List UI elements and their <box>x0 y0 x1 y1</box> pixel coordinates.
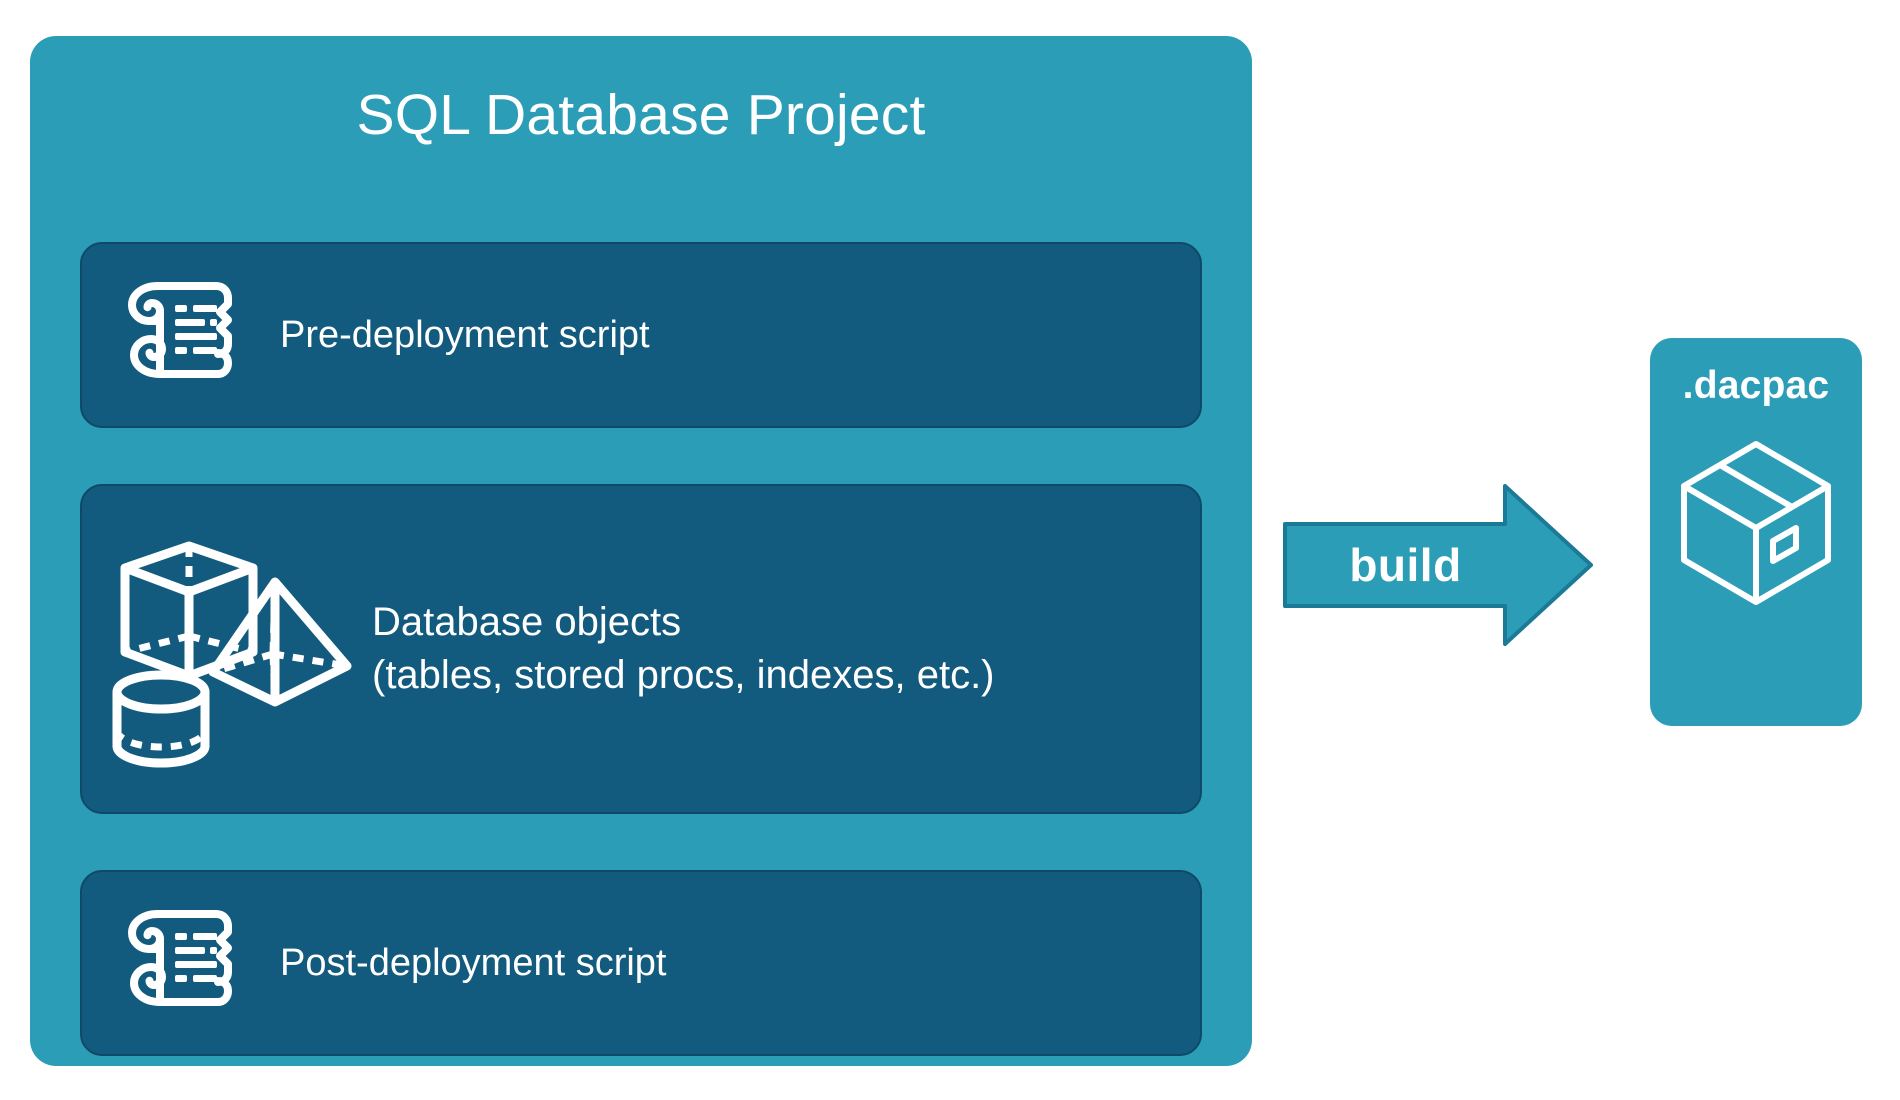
scroll-icon <box>120 274 240 397</box>
scroll-icon <box>120 902 240 1025</box>
shapes-icon-group <box>92 524 372 774</box>
card-label-database-objects: Database objects (tables, stored procs, … <box>372 600 995 697</box>
package-box-icon <box>1676 438 1836 613</box>
card-pre-deployment-script[interactable]: Pre-deployment script <box>80 242 1202 428</box>
pyramid-icon <box>208 577 352 707</box>
dacpac-title: .dacpac <box>1682 364 1830 407</box>
dacpac-output-card[interactable]: .dacpac <box>1650 338 1862 726</box>
card-label-pre-deployment: Pre-deployment script <box>280 313 650 356</box>
cube-icon <box>120 541 258 681</box>
scroll-icon-wrapper-2 <box>90 902 270 1025</box>
card-post-deployment-script[interactable]: Post-deployment script <box>80 870 1202 1056</box>
page-title: SQL Database Project <box>356 83 926 147</box>
scroll-icon-wrapper <box>90 274 270 397</box>
card-database-objects[interactable]: Database objects (tables, stored procs, … <box>80 484 1202 814</box>
sql-database-project-panel: SQL Database Project <box>30 36 1252 1066</box>
build-arrow-icon <box>1283 484 1593 646</box>
card-label-post-deployment: Post-deployment script <box>280 941 667 984</box>
cylinder-icon <box>112 670 210 768</box>
